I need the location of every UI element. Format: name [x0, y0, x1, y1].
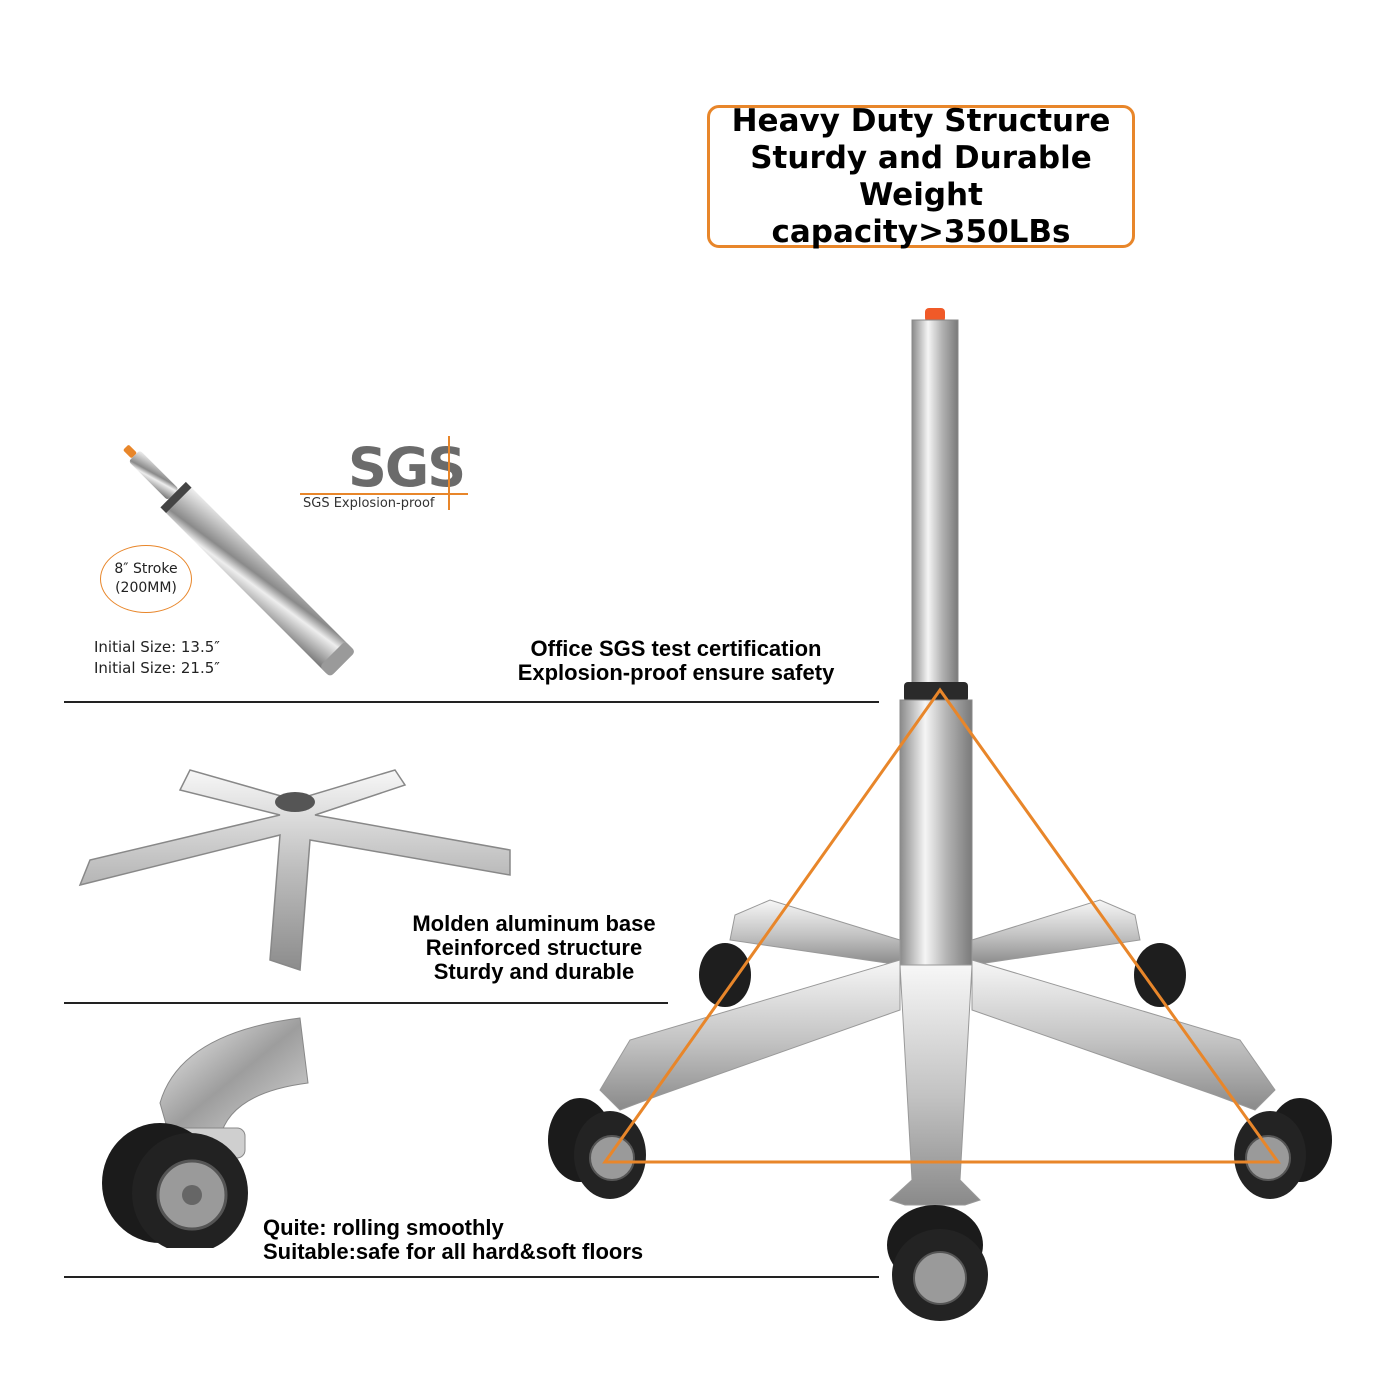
caster-wheel-image — [102, 1017, 309, 1248]
certification-line-2: Explosion-proof ensure safety — [517, 660, 835, 685]
divider-2 — [64, 1002, 668, 1004]
sgs-logo-horizontal-line — [300, 493, 468, 495]
gas-cylinder-image — [123, 445, 354, 676]
callout-line-1: Heavy Duty Structure — [731, 102, 1111, 139]
stroke-badge: 8″ Stroke (200MM) — [100, 545, 192, 613]
initial-size-1: Initial Size: 13.5″ — [94, 638, 220, 656]
sgs-subtitle: SGS Explosion-proof — [303, 496, 435, 511]
stroke-metric: (200MM) — [115, 580, 177, 596]
base-line-3: Sturdy and durable — [433, 959, 635, 984]
aluminum-base-image — [78, 769, 511, 972]
certification-feature: Office SGS test certification Explosion-… — [500, 637, 852, 685]
sgs-logo: SGS — [348, 436, 466, 499]
divider-1 — [64, 701, 879, 703]
callout-line-2: Sturdy and Durable — [750, 139, 1092, 176]
wheels-feature: Quite: rolling smoothly Suitable:safe fo… — [263, 1216, 643, 1264]
wheels-line-1: Quite: rolling smoothly — [263, 1215, 504, 1240]
certification-line-1: Office SGS test certification — [530, 636, 822, 661]
base-feature: Molden aluminum base Reinforced structur… — [400, 912, 668, 984]
base-line-2: Reinforced structure — [425, 935, 643, 960]
stool-base-main-image — [548, 308, 1332, 1321]
callout-line-3: Weight capacity>350LBs — [771, 176, 1071, 250]
headline-callout: Heavy Duty Structure Sturdy and Durable … — [707, 102, 1135, 250]
base-line-1: Molden aluminum base — [412, 911, 656, 936]
initial-size-2: Initial Size: 21.5″ — [94, 659, 220, 677]
sgs-logo-vertical-line — [448, 436, 450, 510]
wheels-line-2: Suitable:safe for all hard&soft floors — [263, 1239, 644, 1264]
stroke-length: 8″ Stroke — [114, 561, 178, 577]
initial-size-text: Initial Size: 13.5″ Initial Size: 21.5″ — [94, 637, 220, 679]
divider-3 — [64, 1276, 879, 1278]
